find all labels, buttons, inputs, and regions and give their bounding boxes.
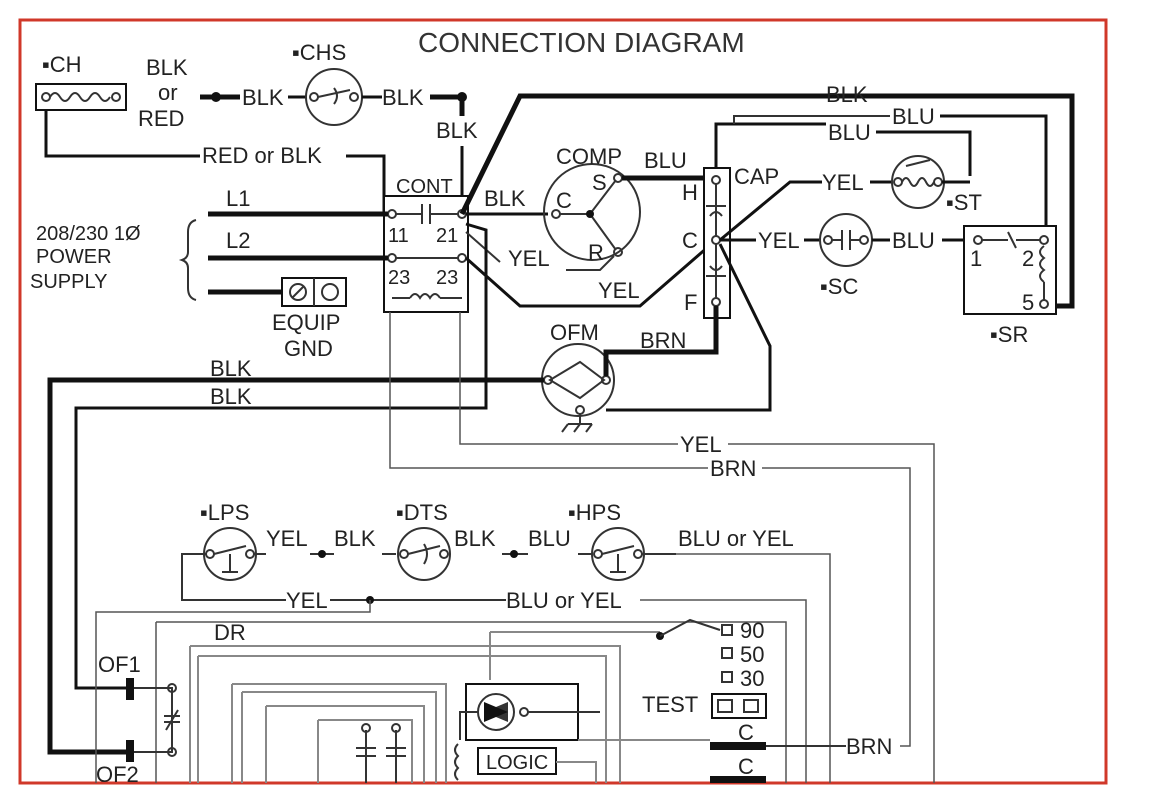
terminal-30: 30 [740, 666, 764, 691]
hps-label: ▪HPS [568, 500, 621, 525]
triac [454, 683, 600, 781]
power-l1-label: L1 [226, 186, 250, 211]
discharge-temp-switch [397, 527, 451, 581]
of1-label: OF1 [98, 652, 141, 677]
wire-label-blu-comp-cap: BLU [644, 148, 687, 173]
wire-label-blu-top2: BLU [892, 104, 935, 129]
diagram-frame [18, 18, 1108, 785]
terminal-23b: 23 [436, 267, 458, 289]
c-label-1: C [738, 720, 754, 745]
wire-label-blk-ofm1: BLK [210, 356, 252, 381]
wire-label-blk-or: BLK [146, 55, 188, 80]
terminal-90-box [721, 624, 733, 636]
power-supply-line3: SUPPLY [30, 271, 107, 293]
c-label-2: C [738, 754, 754, 779]
wire-label-red-or-blk: RED or BLK [202, 143, 322, 168]
test-pins [711, 693, 767, 719]
high-pressure-switch [591, 527, 645, 581]
contactor [383, 195, 469, 313]
wire-label-brn-ofm: BRN [640, 328, 686, 353]
wire-label-red: RED [138, 106, 184, 131]
wire-label-blk-dts: BLK [454, 526, 496, 551]
terminal-30-box [721, 671, 733, 683]
of-relay [126, 678, 180, 762]
wire-label-blk-ofm2: BLK [210, 384, 252, 409]
terminal-90: 90 [740, 618, 764, 643]
dr-label: DR [214, 620, 246, 645]
comp-label: COMP [556, 144, 622, 169]
board-relay-contacts [356, 723, 406, 783]
power-supply-line1: 208/230 1Ø [36, 223, 141, 245]
dts-label: ▪DTS [396, 500, 448, 525]
comp-terminal-r: R [588, 240, 604, 265]
wire-label-blu-sc-sr: BLU [892, 228, 935, 253]
wire-label-brn-c: BRN [846, 734, 892, 759]
sr-terminal-2: 2 [1022, 246, 1034, 271]
wire-label-brn-lower: BRN [710, 456, 756, 481]
cap-terminal-h: H [682, 180, 698, 205]
sr-terminal-5: 5 [1022, 290, 1034, 315]
sr-label: ▪SR [990, 322, 1028, 347]
wire-label-blk-lps-dts: BLK [334, 526, 376, 551]
c-connector-1 [710, 742, 766, 750]
terminal-23a: 23 [388, 267, 410, 289]
lps-label: ▪LPS [200, 500, 249, 525]
wire-label-blu-or-yel-hps: BLU or YEL [678, 526, 794, 551]
terminal-11: 11 [388, 225, 409, 247]
comp-terminal-s: S [592, 170, 607, 195]
terminal-50: 50 [740, 642, 764, 667]
equip-label: EQUIP [272, 310, 340, 335]
wire-label-yel-cont: YEL [598, 278, 640, 303]
wire-label-blk-down: BLK [436, 118, 478, 143]
of2-label: OF2 [96, 762, 139, 787]
wire-label-yel-cap-sc: YEL [758, 228, 800, 253]
chs-switch [305, 68, 363, 126]
test-label: TEST [642, 692, 698, 717]
wire-label-yel-cap-st: YEL [822, 170, 864, 195]
power-l2-label: L2 [226, 228, 250, 253]
cap-label: CAP [734, 164, 779, 189]
wire-label-yel-return: YEL [286, 588, 328, 613]
wire-label-yel-lps: YEL [266, 526, 308, 551]
crankcase-heater [35, 83, 127, 111]
compressor [543, 163, 641, 261]
equipment-ground [281, 277, 347, 307]
terminal-50-box [721, 647, 733, 659]
gnd-label: GND [284, 336, 333, 361]
wire-label-or: or [158, 80, 178, 105]
wire-label-yel-lower: YEL [680, 432, 722, 457]
start-relay [963, 225, 1057, 315]
cont-label: CONT [396, 176, 453, 198]
sc-label: ▪SC [820, 274, 858, 299]
comp-terminal-c: C [556, 188, 572, 213]
terminal-21: 21 [436, 225, 458, 247]
power-supply-line2: POWER [36, 246, 112, 268]
wire-label-blk-chs-left: BLK [242, 85, 284, 110]
wire-label-blk-top: BLK [826, 82, 868, 107]
wire-label-blu-top1: BLU [828, 120, 871, 145]
wire-label-blk-cont-comp: BLK [484, 186, 526, 211]
cap-terminal-c: C [682, 228, 698, 253]
wire-label-yel-comp: YEL [508, 246, 550, 271]
control-board [155, 621, 787, 783]
wire-label-blu-or-yel-return: BLU or YEL [506, 588, 622, 613]
chs-label: ▪CHS [292, 40, 346, 65]
diagram-title: CONNECTION DIAGRAM [418, 27, 745, 58]
wire-label-blk-chs-right: BLK [382, 85, 424, 110]
wire-label-blu-hps: BLU [528, 526, 571, 551]
capacitor [703, 167, 731, 319]
ch-label: ▪CH [42, 52, 82, 77]
outdoor-fan-motor [541, 343, 615, 433]
cap-terminal-f: F [684, 290, 697, 315]
st-label: ▪ST [946, 190, 982, 215]
ofm-label: OFM [550, 320, 599, 345]
sr-terminal-1: 1 [970, 246, 982, 271]
logic-label: LOGIC [486, 752, 548, 774]
logic-box [477, 747, 557, 775]
c-connector-2 [710, 776, 766, 783]
